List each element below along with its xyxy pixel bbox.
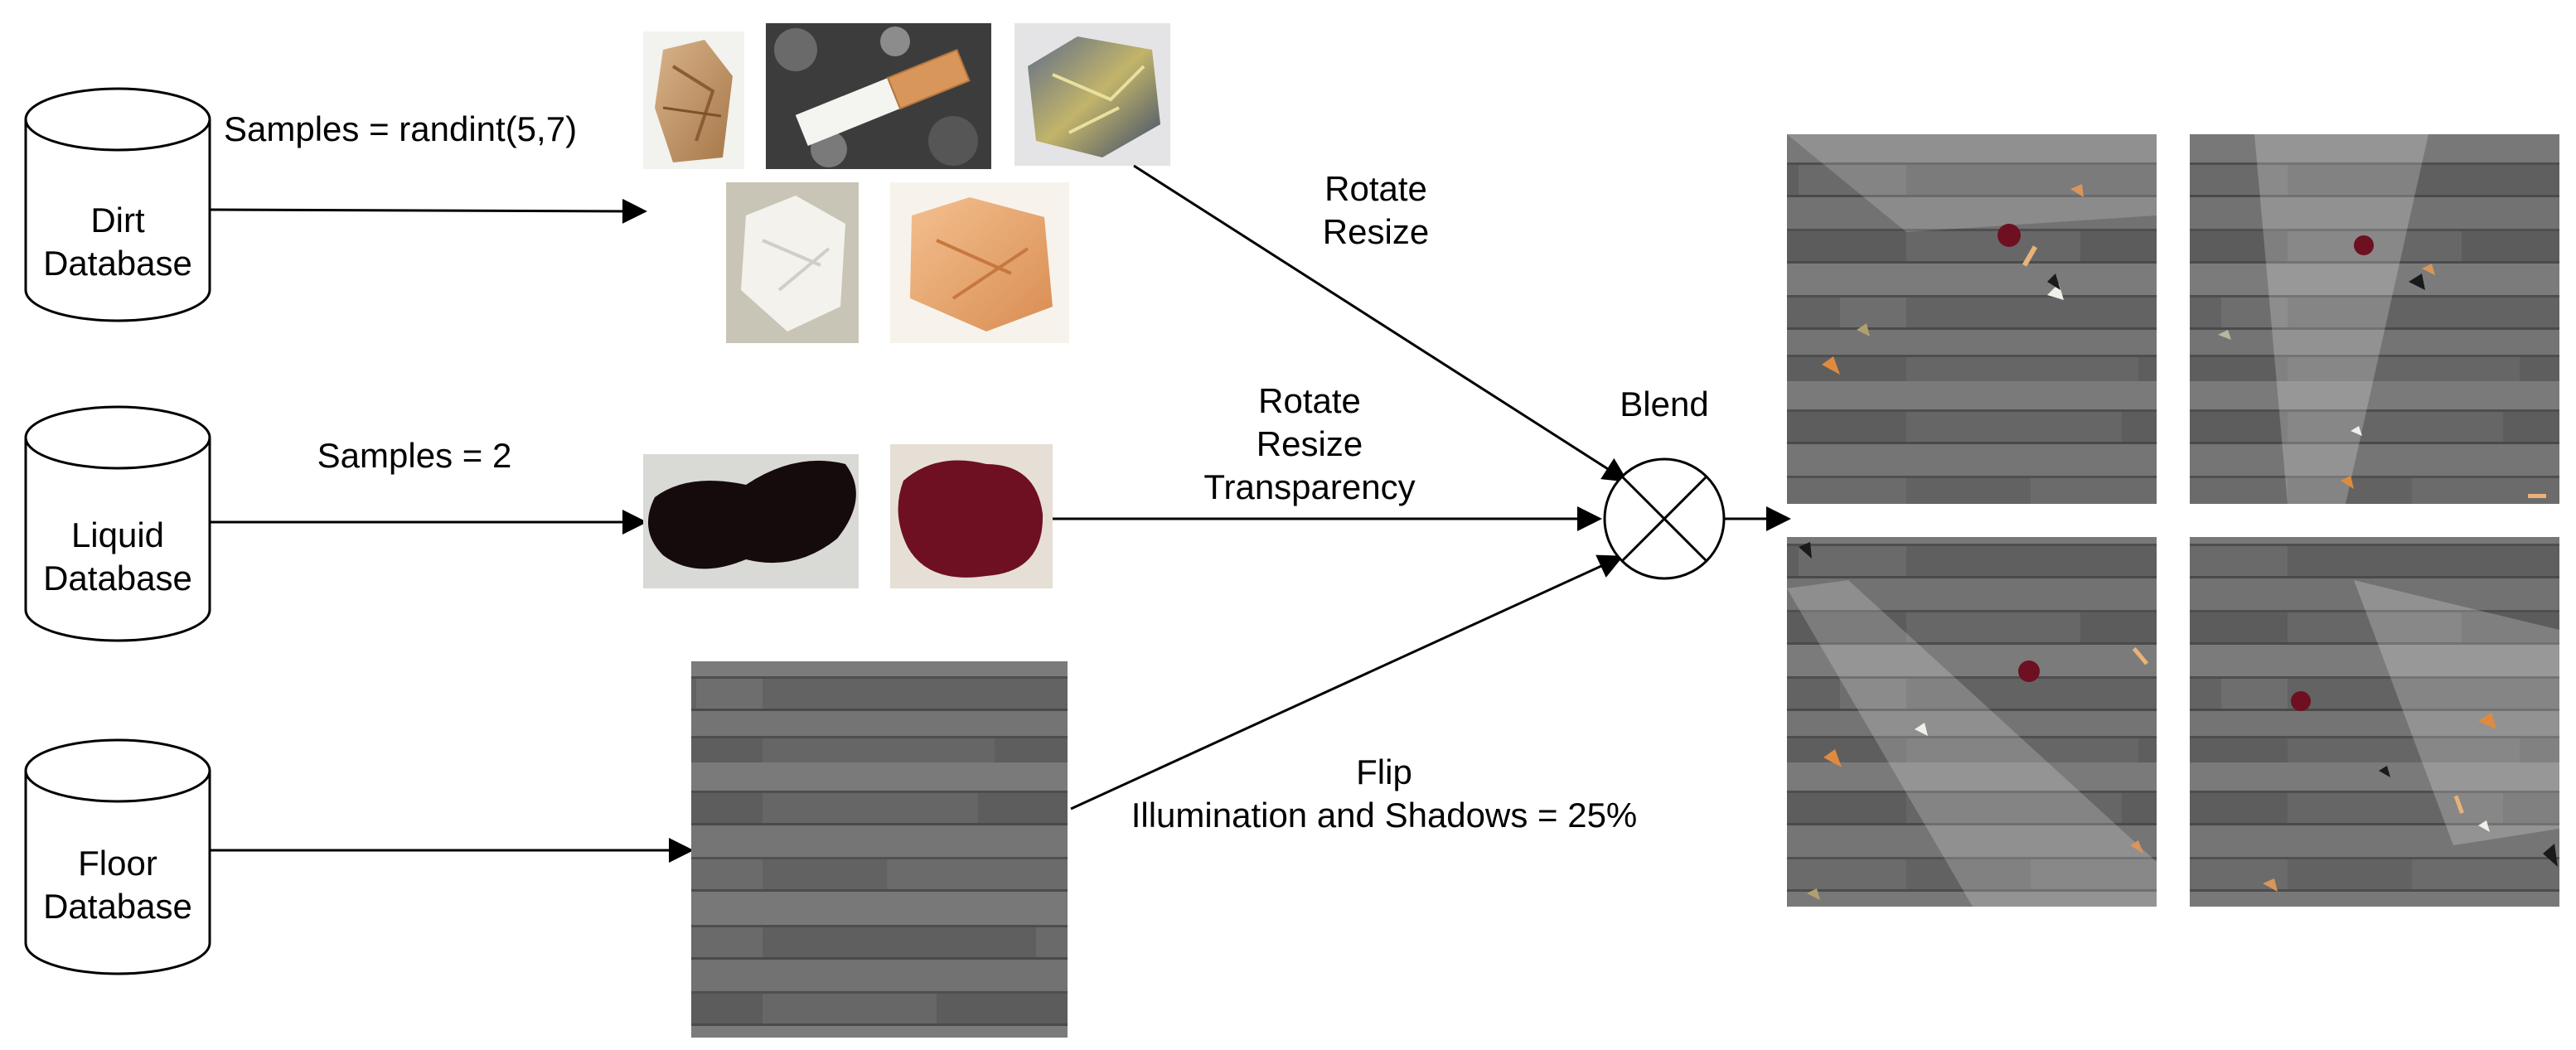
dirt-to-blend-arrow <box>1133 164 1629 482</box>
cigarette-butt-dirt-image <box>766 23 991 169</box>
gray-wood-floor-image <box>691 661 1068 1038</box>
blend-label: Blend <box>1620 385 1709 423</box>
dirt-arrow <box>209 198 647 224</box>
floor-database-label: Floor Database <box>43 844 192 926</box>
dirt-samples-label: Samples = randint(5,7) <box>224 109 578 148</box>
dirt-database-label: Dirt Database <box>43 201 192 283</box>
blended-output-1 <box>1787 134 2157 504</box>
blend-operator-symbol <box>1603 457 1726 580</box>
liquid-samples-label: Samples = 2 <box>317 436 512 475</box>
floor-to-blend-arrow <box>1070 554 1624 810</box>
liquid-database-label: Liquid Database <box>43 515 192 598</box>
dark-liquid-spill-image <box>643 454 859 588</box>
orange-paper-dirt-image <box>890 182 1069 343</box>
liquid-operations-label: Rotate Resize Transparency <box>1203 381 1416 506</box>
blended-output-3 <box>1787 537 2157 907</box>
paper-bag-dirt-image <box>643 31 744 169</box>
liquid-database-cylinder <box>24 405 211 642</box>
white-tissue-dirt-image <box>726 182 859 343</box>
dirt-database-cylinder <box>24 87 211 322</box>
dirt-operations-label: Rotate Resize <box>1322 169 1430 251</box>
foil-wrapper-dirt-image <box>1014 23 1170 166</box>
red-wine-spill-image <box>890 444 1053 588</box>
blended-output-4 <box>2190 537 2559 907</box>
floor-database-cylinder <box>24 738 211 975</box>
blended-output-2 <box>2190 134 2559 504</box>
floor-operations-label: Flip Illumination and Shadows = 25% <box>1131 752 1638 835</box>
